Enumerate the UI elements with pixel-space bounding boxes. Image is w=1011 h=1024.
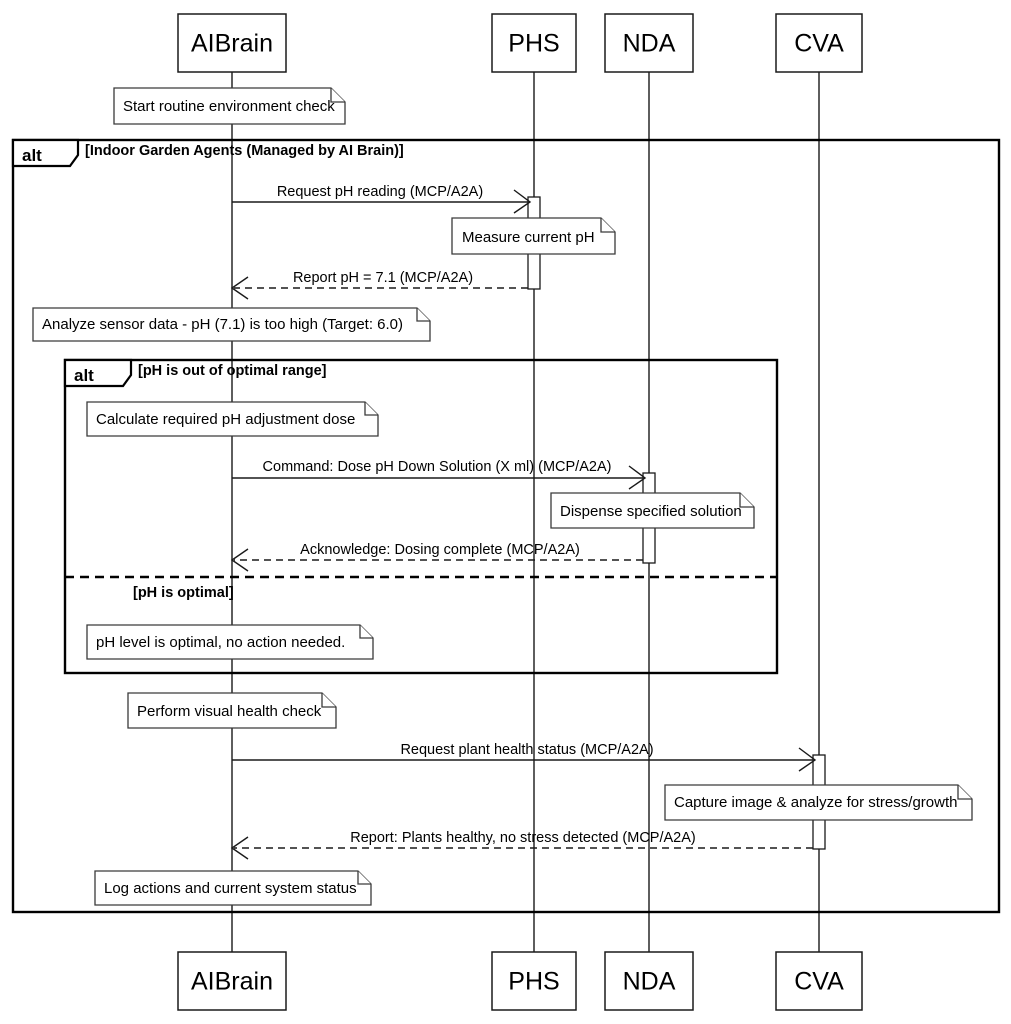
participants-bottom-group: AIBrain PHS NDA CVA xyxy=(177,951,863,1011)
note-log-actions-body xyxy=(94,870,372,906)
note-log-actions-fold xyxy=(357,871,371,885)
participant-nda-top-label: NDA xyxy=(623,30,676,58)
message-command-dose-arrowhead xyxy=(628,465,647,490)
outer-alt-operator-label: alt xyxy=(22,146,42,165)
participant-phs-top-label: PHS xyxy=(508,30,559,58)
participant-aibrain-top-label: AIBrain xyxy=(191,30,273,58)
note-measure-ph-text: Measure current pH xyxy=(462,229,595,246)
inner-alt-guard-label: [pH is out of optimal range] xyxy=(138,363,327,379)
inner-alt-else-guard-label: [pH is optimal] xyxy=(133,585,234,601)
participant-cva-top[interactable]: CVA xyxy=(775,13,863,73)
message-ack-dosing: Acknowledge: Dosing complete (MCP/A2A) xyxy=(230,542,643,572)
message-ack-dosing-arrowhead xyxy=(230,548,249,572)
note-analyze-text: Analyze sensor data - pH (7.1) is too hi… xyxy=(42,316,403,333)
participant-aibrain-top-box[interactable] xyxy=(177,13,287,73)
participant-nda-top[interactable]: NDA xyxy=(604,13,694,73)
note-measure-ph: Measure current pH xyxy=(451,217,616,255)
participant-aibrain-bottom[interactable]: AIBrain xyxy=(177,951,287,1011)
participant-phs-bottom-label: PHS xyxy=(508,968,559,996)
note-calculate-dose-body xyxy=(86,401,379,437)
message-report-health-arrowhead xyxy=(230,836,249,860)
fragment-inner-alt: alt [pH is out of optimal range] [pH is … xyxy=(63,358,779,675)
note-ph-optimal-fold xyxy=(359,625,373,639)
participant-cva-top-label: CVA xyxy=(794,30,844,58)
message-report-health: Report: Plants healthy, no stress detect… xyxy=(230,830,813,860)
note-ph-optimal-text: pH level is optimal, no action needed. xyxy=(96,634,345,651)
note-start-fold xyxy=(330,88,345,103)
inner-alt-frame-rect xyxy=(63,358,779,675)
note-dispense: Dispense specified solution xyxy=(550,492,755,529)
participant-phs-top-box[interactable] xyxy=(491,13,577,73)
participant-cva-bottom[interactable]: CVA xyxy=(775,951,863,1011)
participant-nda-bottom-box[interactable] xyxy=(604,951,694,1011)
message-request-health-label: Request plant health status (MCP/A2A) xyxy=(400,742,653,758)
note-capture-image: Capture image & analyze for stress/growt… xyxy=(664,784,973,821)
participant-cva-top-box[interactable] xyxy=(775,13,863,73)
participant-aibrain-bottom-label: AIBrain xyxy=(191,968,273,996)
message-request-health-arrowhead xyxy=(798,747,817,772)
message-report-ph: Report pH = 7.1 (MCP/A2A) xyxy=(230,270,528,300)
participant-nda-bottom[interactable]: NDA xyxy=(604,951,694,1011)
message-request-ph-label: Request pH reading (MCP/A2A) xyxy=(277,184,483,200)
message-command-dose-label: Command: Dose pH Down Solution (X ml) (M… xyxy=(263,459,612,475)
note-start: Start routine environment check xyxy=(113,87,346,125)
participant-aibrain-top[interactable]: AIBrain xyxy=(177,13,287,73)
participant-phs-bottom-box[interactable] xyxy=(491,951,577,1011)
note-measure-ph-body xyxy=(451,217,616,255)
note-ph-optimal-body xyxy=(86,624,374,660)
note-start-body xyxy=(113,87,346,125)
note-visual-check: Perform visual health check xyxy=(127,692,337,729)
note-dispense-body xyxy=(550,492,755,529)
note-visual-check-body xyxy=(127,692,337,729)
note-capture-image-fold xyxy=(957,785,972,800)
note-ph-optimal: pH level is optimal, no action needed. xyxy=(86,624,374,660)
note-analyze-fold xyxy=(416,308,430,322)
participants-top-group: AIBrain PHS NDA CVA xyxy=(177,13,863,73)
inner-alt-operator-label: alt xyxy=(74,366,94,385)
fragment-outer-alt: alt [Indoor Garden Agents (Managed by AI… xyxy=(11,138,1001,914)
message-ack-dosing-label: Acknowledge: Dosing complete (MCP/A2A) xyxy=(300,542,580,558)
participant-cva-bottom-label: CVA xyxy=(794,968,844,996)
participant-phs-bottom[interactable]: PHS xyxy=(491,951,577,1011)
note-analyze: Analyze sensor data - pH (7.1) is too hi… xyxy=(32,307,431,342)
note-dispense-text: Dispense specified solution xyxy=(560,503,742,520)
participant-phs-top[interactable]: PHS xyxy=(491,13,577,73)
note-visual-check-fold xyxy=(321,693,336,708)
message-report-health-label: Report: Plants healthy, no stress detect… xyxy=(350,830,695,846)
note-calculate-dose-fold xyxy=(364,402,378,416)
participant-aibrain-bottom-box[interactable] xyxy=(177,951,287,1011)
note-analyze-body xyxy=(32,307,431,342)
inner-alt-tab xyxy=(63,358,133,388)
note-calculate-dose: Calculate required pH adjustment dose xyxy=(86,401,379,437)
message-report-ph-label: Report pH = 7.1 (MCP/A2A) xyxy=(293,270,473,286)
note-dispense-fold xyxy=(739,493,754,508)
participant-nda-bottom-label: NDA xyxy=(623,968,676,996)
note-capture-image-body xyxy=(664,784,973,821)
message-command-dose: Command: Dose pH Down Solution (X ml) (M… xyxy=(232,459,647,490)
note-visual-check-text: Perform visual health check xyxy=(137,703,322,720)
note-measure-ph-fold xyxy=(600,218,615,233)
outer-alt-guard-label: [Indoor Garden Agents (Managed by AI Bra… xyxy=(85,143,404,159)
note-log-actions-text: Log actions and current system status xyxy=(104,880,357,897)
note-capture-image-text: Capture image & analyze for stress/growt… xyxy=(674,794,957,811)
note-calculate-dose-text: Calculate required pH adjustment dose xyxy=(96,411,355,428)
message-report-ph-arrowhead xyxy=(230,276,249,300)
participant-nda-top-box[interactable] xyxy=(604,13,694,73)
note-log-actions: Log actions and current system status xyxy=(94,870,372,906)
outer-alt-tab xyxy=(11,138,80,168)
outer-alt-frame-rect xyxy=(11,138,1001,914)
note-start-text: Start routine environment check xyxy=(123,98,335,115)
message-request-ph: Request pH reading (MCP/A2A) xyxy=(232,184,532,214)
message-request-ph-arrowhead xyxy=(513,189,532,214)
message-request-health: Request plant health status (MCP/A2A) xyxy=(232,742,817,772)
participant-cva-bottom-box[interactable] xyxy=(775,951,863,1011)
